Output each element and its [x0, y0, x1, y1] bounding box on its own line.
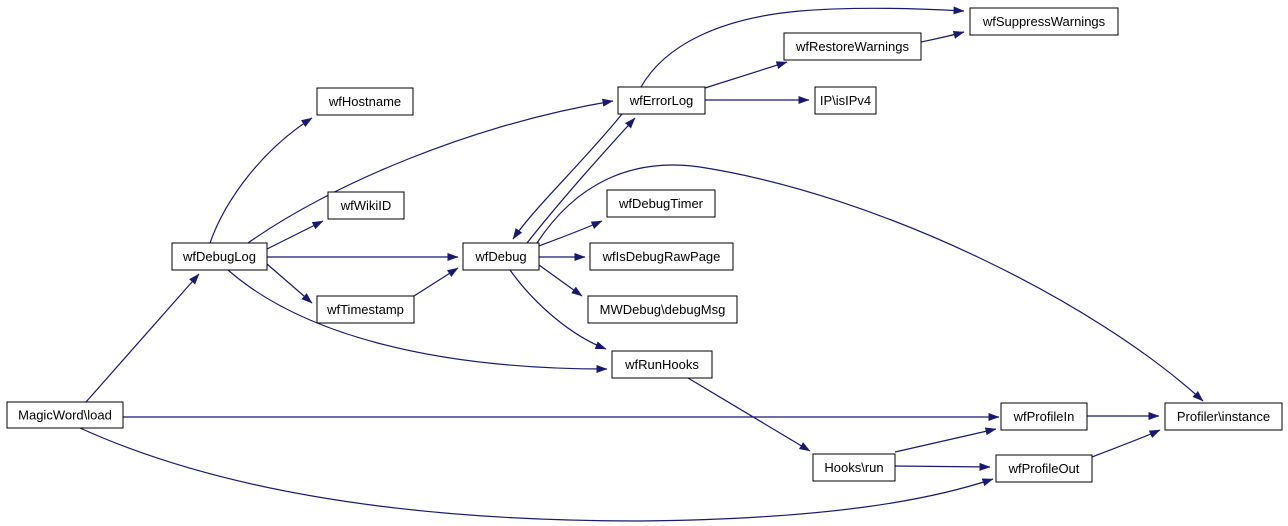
node-label-wfrestorewarnings: wfRestoreWarnings: [795, 39, 909, 54]
node-label-magicword-load: MagicWord\load: [18, 408, 112, 423]
node-label-wfprofilein: wfProfileIn: [1013, 409, 1075, 424]
node-wfhostname[interactable]: wfHostname: [316, 87, 414, 116]
node-label-wfisdebugrawpage: wfIsDebugRawPage: [602, 249, 721, 264]
node-box-profiler-instance[interactable]: [1164, 402, 1283, 431]
edge-wfdebuglog-to-wferrorlog: [247, 98, 614, 244]
edge-wferrorlog-to-wfrestorewarnings: [704, 61, 788, 89]
edges-layer: [79, 6, 1204, 522]
node-label-mwdebug-debugmsg: MWDebug\debugMsg: [600, 302, 726, 317]
node-label-wfwikiid: wfWikiID: [340, 198, 392, 213]
edge-wfrunhooks-to-hooks-run: [687, 377, 811, 452]
edge-wfdebug-to-wferrorlog: [526, 117, 636, 244]
node-label-wfsuppresswarnings: wfSuppressWarnings: [982, 14, 1106, 29]
node-box-wfsuppresswarnings[interactable]: [969, 7, 1119, 36]
edge-wfdebuglog-to-wfwikiid: [266, 220, 324, 250]
node-wfprofileout[interactable]: wfProfileOut: [995, 454, 1093, 483]
node-label-ip-isipv4: IP\isIPv4: [820, 93, 871, 108]
node-wfdebugtimer[interactable]: wfDebugTimer: [606, 189, 716, 218]
node-label-wfdebug: wfDebug: [474, 249, 526, 264]
edge-wfprofileout-to-profiler-instance: [1091, 429, 1161, 458]
node-wfwikiid[interactable]: wfWikiID: [327, 191, 405, 220]
node-wfrunhooks[interactable]: wfRunHooks: [611, 350, 713, 379]
edge-hooks-run-to-wfprofilein: [894, 427, 997, 453]
edge-magicword-load-to-wfdebuglog: [85, 273, 200, 403]
node-box-wftimestamp[interactable]: [316, 295, 415, 324]
nodes-layer: MagicWord\load wfDebugLog wfHostname wfWiki…: [6, 7, 1283, 483]
edge-magicword-load-to-wfprofileout: [79, 427, 994, 522]
node-wfdebug[interactable]: wfDebug: [462, 242, 540, 271]
node-box-wfhostname[interactable]: [316, 87, 414, 116]
node-box-ip-isipv4[interactable]: [814, 86, 877, 115]
node-box-wferrorlog[interactable]: [617, 86, 706, 115]
edge-wfdebug-to-profiler-instance: [536, 164, 1204, 402]
node-magicword-load[interactable]: MagicWord\load: [6, 401, 124, 429]
edge-wfdebug-to-mwdebug-debugmsg: [538, 264, 583, 297]
node-hooks-run[interactable]: Hooks\run: [812, 453, 896, 482]
node-ip-isipv4[interactable]: IP\isIPv4: [814, 86, 877, 115]
node-wfprofilein[interactable]: wfProfileIn: [1000, 402, 1088, 431]
node-label-profiler-instance: Profiler\instance: [1177, 409, 1270, 424]
node-wftimestamp[interactable]: wfTimestamp: [316, 295, 415, 324]
edge-wferrorlog-to-wfdebug: [512, 113, 623, 240]
node-mwdebug-debugmsg[interactable]: MWDebug\debugMsg: [587, 295, 738, 324]
node-label-wfprofileout: wfProfileOut: [1008, 461, 1080, 476]
node-box-wfrestorewarnings[interactable]: [783, 32, 922, 61]
node-box-wfdebugtimer[interactable]: [606, 189, 716, 218]
edge-hooks-run-to-wfprofileout: [894, 462, 991, 471]
node-label-wferrorlog: wfErrorLog: [629, 93, 694, 108]
node-label-wfdebuglog: wfDebugLog: [182, 249, 256, 264]
node-label-wfdebugtimer: wfDebugTimer: [618, 196, 704, 211]
edge-wfdebuglog-to-wftimestamp: [266, 263, 313, 304]
edge-wftimestamp-to-wfdebug: [413, 267, 459, 297]
edge-wfdebug-to-wfdebugtimer: [538, 220, 603, 247]
node-box-wfdebuglog[interactable]: [171, 242, 268, 271]
node-box-wfprofilein[interactable]: [1000, 402, 1088, 431]
node-box-hooks-run[interactable]: [812, 453, 896, 482]
node-label-wfhostname: wfHostname: [328, 94, 401, 109]
node-wfisdebugrawpage[interactable]: wfIsDebugRawPage: [589, 242, 734, 271]
node-box-mwdebug-debugmsg[interactable]: [587, 295, 738, 324]
edge-wfdebug-to-wfrunhooks: [509, 269, 607, 350]
edge-wferrorlog-to-wfsuppresswarnings: [640, 6, 965, 88]
node-box-wfprofileout[interactable]: [995, 454, 1093, 483]
node-wfrestorewarnings[interactable]: wfRestoreWarnings: [783, 32, 922, 61]
node-box-wfisdebugrawpage[interactable]: [589, 242, 734, 271]
node-profiler-instance[interactable]: Profiler\instance: [1164, 402, 1283, 431]
node-box-wfdebug[interactable]: [462, 242, 540, 271]
node-box-magicword-load[interactable]: [6, 401, 124, 429]
node-box-wfwikiid[interactable]: [327, 191, 405, 220]
node-wfdebuglog[interactable]: wfDebugLog: [171, 242, 268, 271]
node-label-hooks-run: Hooks\run: [824, 460, 883, 475]
edge-wfdebuglog-to-wfhostname: [209, 117, 313, 244]
node-wferrorlog[interactable]: wfErrorLog: [617, 86, 706, 115]
edge-wfrestorewarnings-to-wfsuppresswarnings: [920, 31, 965, 43]
edge-wfdebuglog-to-wfrunhooks: [227, 269, 608, 373]
node-wfsuppresswarnings[interactable]: wfSuppressWarnings: [969, 7, 1119, 36]
node-box-wfrunhooks[interactable]: [611, 350, 713, 379]
node-label-wfrunhooks: wfRunHooks: [624, 357, 699, 372]
node-label-wftimestamp: wfTimestamp: [326, 302, 404, 317]
